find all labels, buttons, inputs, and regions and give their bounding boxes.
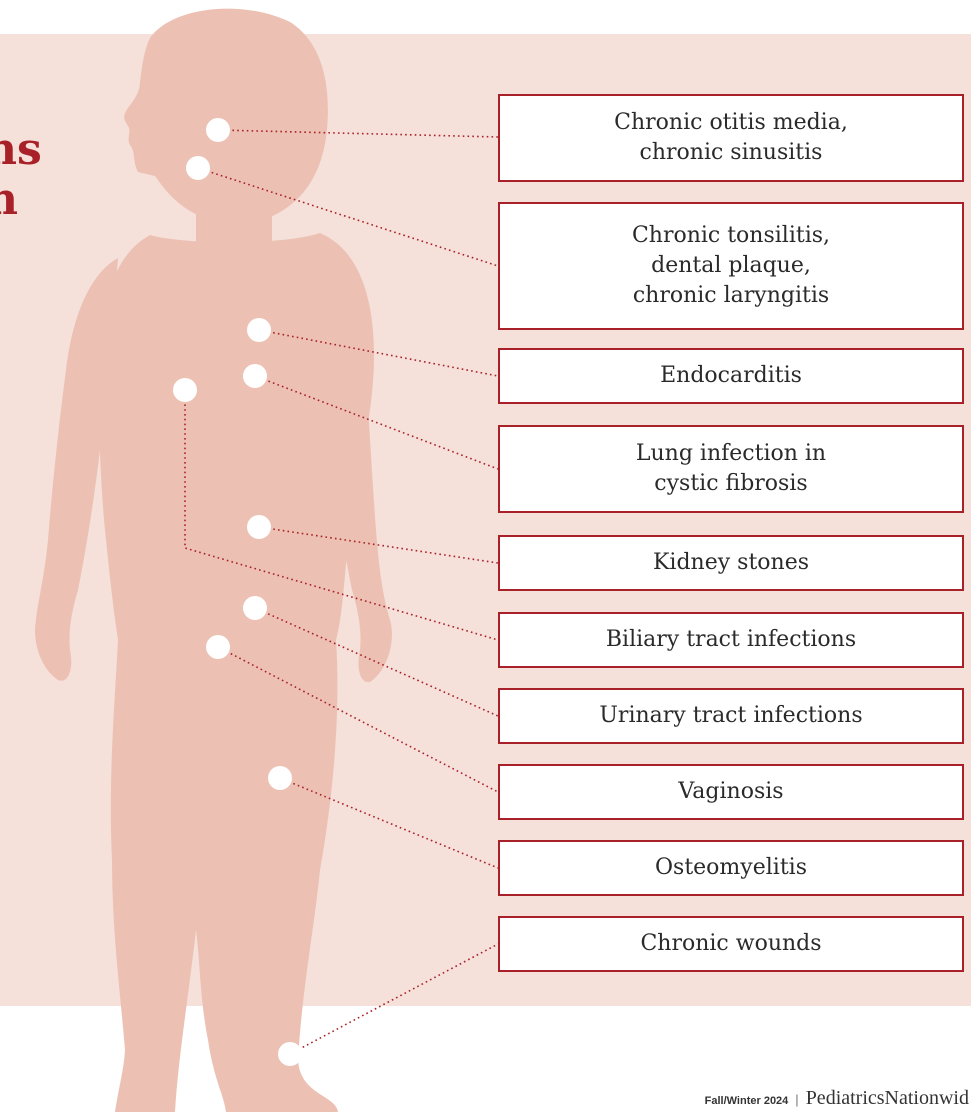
condition-label-otitis: Chronic otitis media, chronic sinusitis <box>498 94 964 182</box>
location-marker-urinary <box>243 596 267 620</box>
condition-label-vaginosis: Vaginosis <box>498 764 964 820</box>
location-marker-osteomyelitis <box>268 766 292 790</box>
location-marker-kidney <box>247 515 271 539</box>
location-marker-biliary <box>173 378 197 402</box>
publication-name: PediatricsNationwid <box>806 1087 969 1110</box>
condition-label-kidney: Kidney stones <box>498 535 964 591</box>
location-marker-vaginosis <box>206 635 230 659</box>
condition-label-biliary: Biliary tract infections <box>498 612 964 668</box>
footer-separator: | <box>795 1092 798 1107</box>
silhouette-head <box>124 9 328 226</box>
condition-label-wounds: Chronic wounds <box>498 916 964 972</box>
title-fragment-bottom: h <box>0 178 18 222</box>
title-fragment-top: ns <box>0 128 42 172</box>
connector-line-wounds <box>290 944 498 1054</box>
condition-label-cystic-fibrosis: Lung infection in cystic fibrosis <box>498 425 964 513</box>
child-silhouette <box>35 9 392 1112</box>
location-marker-endocarditis <box>247 318 271 342</box>
condition-label-endocarditis: Endocarditis <box>498 348 964 404</box>
location-marker-tonsilitis <box>186 156 210 180</box>
location-marker-cystic-fibrosis <box>243 364 267 388</box>
location-marker-wounds <box>278 1042 302 1066</box>
location-marker-otitis <box>206 118 230 142</box>
condition-label-urinary: Urinary tract infections <box>498 688 964 744</box>
condition-label-osteomyelitis: Osteomyelitis <box>498 840 964 896</box>
condition-label-tonsilitis: Chronic tonsilitis, dental plaque, chron… <box>498 202 964 330</box>
issue-date: Fall/Winter 2024 <box>705 1095 789 1107</box>
page-footer: Fall/Winter 2024 | PediatricsNationwid <box>705 1087 969 1110</box>
